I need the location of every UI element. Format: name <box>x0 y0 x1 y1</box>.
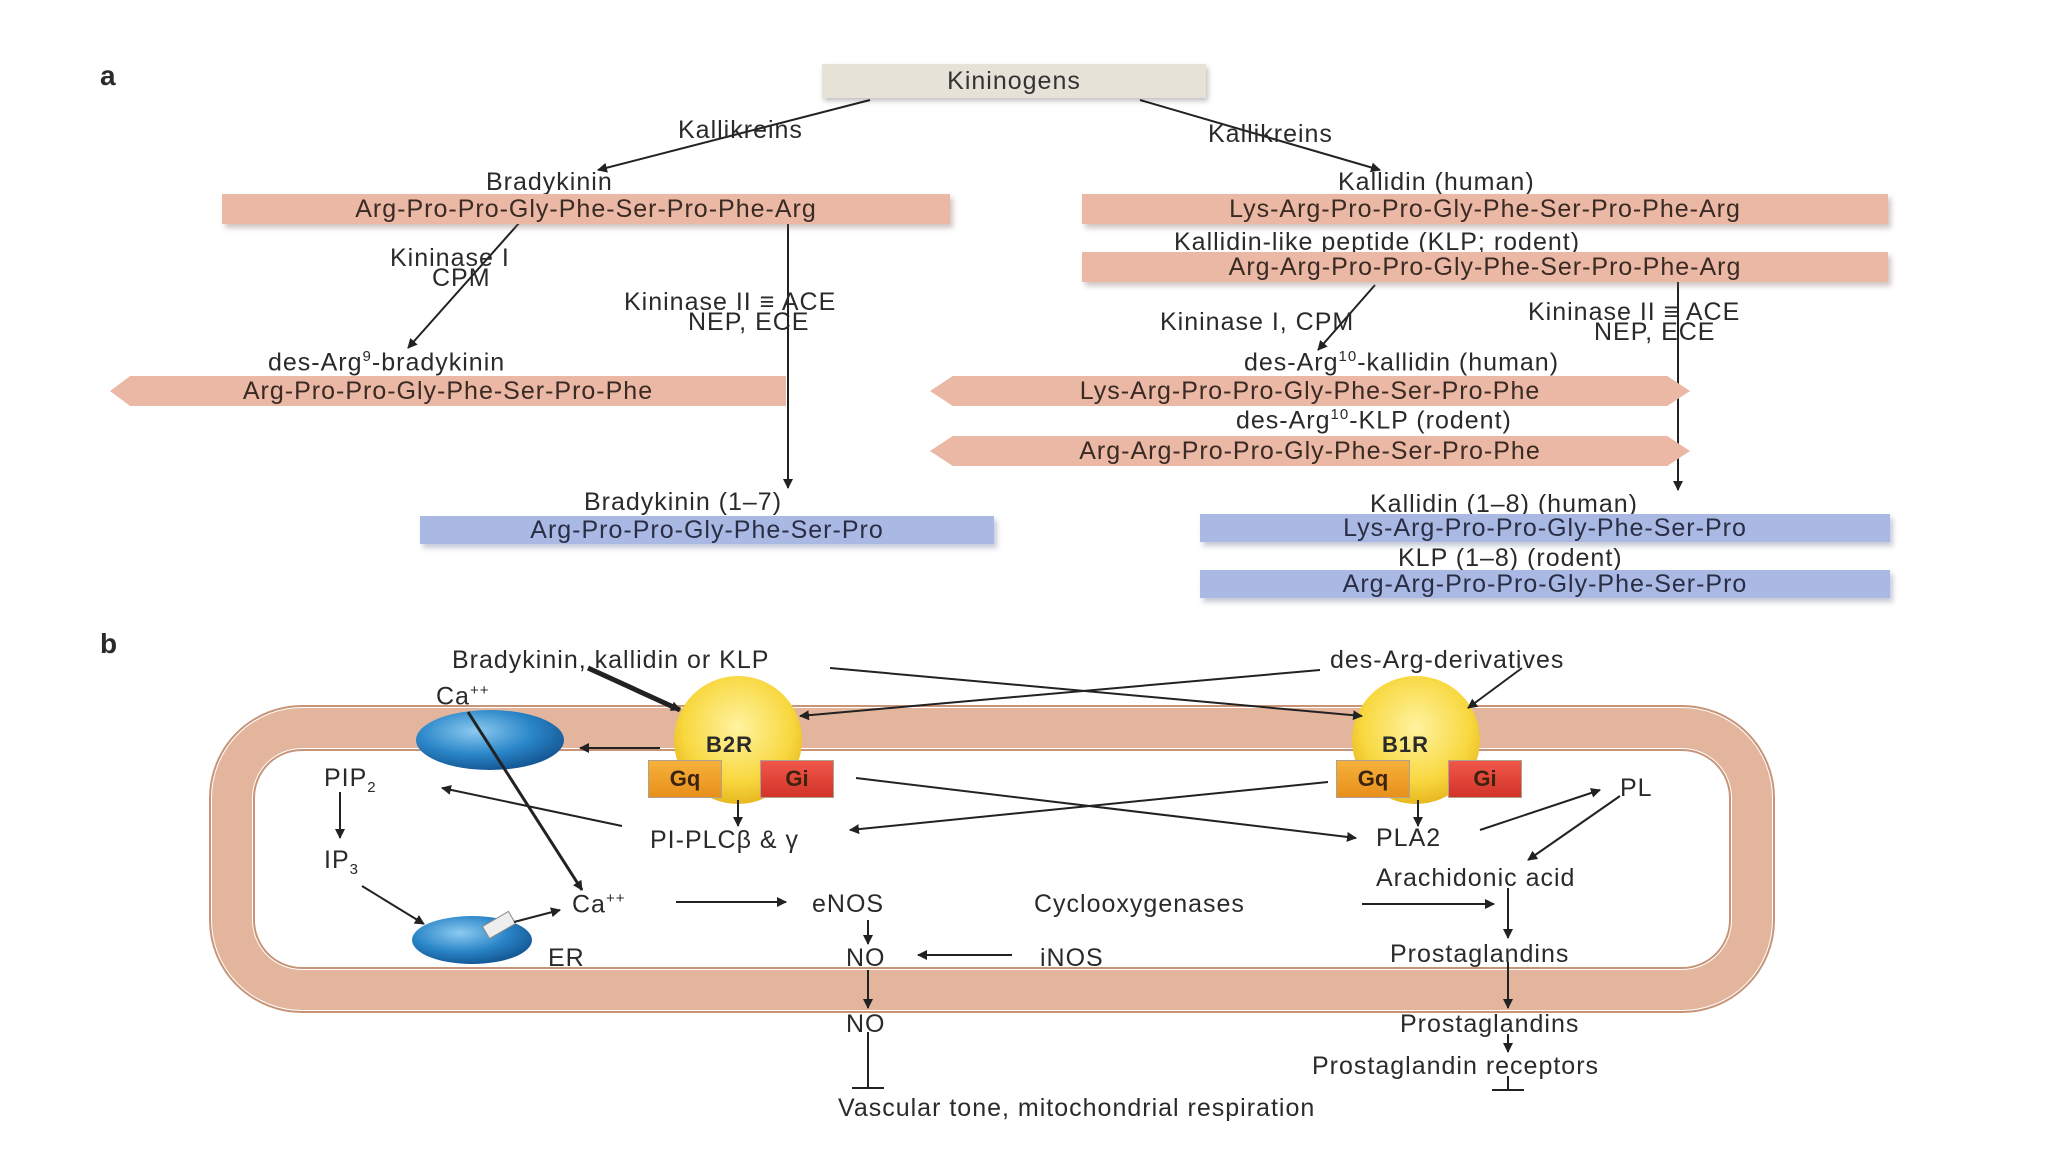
b1r-gi: Gi <box>1448 760 1522 798</box>
arrow-ca-influx <box>466 711 584 891</box>
klp-title: Kallidin-like peptide (KLP; rodent) <box>1174 228 1581 256</box>
inos-label: iNOS <box>1040 944 1104 972</box>
ligand-right-label: des-Arg-derivatives <box>1330 646 1565 674</box>
bradykinin-1-7-sequence: Arg-Pro-Pro-Gly-Phe-Ser-Pro <box>420 516 994 544</box>
cyclooxygenases-label: Cyclooxygenases <box>1034 890 1245 918</box>
enos-label: eNOS <box>812 890 885 918</box>
pi-plc-label: PI-PLCβ & γ <box>650 826 800 854</box>
arrow-b2r-gi-to-pla2 <box>855 777 1357 842</box>
b2r-label: B2R <box>706 732 754 757</box>
panel-label-a: a <box>100 60 116 91</box>
prostaglandin-receptors-label: Prostaglandin receptors <box>1312 1052 1600 1080</box>
arrow-ligand-to-b1r <box>829 667 1363 721</box>
arrow-desarg-to-b1r <box>1467 667 1523 709</box>
ca-inner-label: Ca++ <box>572 890 626 919</box>
panel-label-b: b <box>100 628 118 659</box>
ca-top-label: Ca++ <box>436 682 490 711</box>
no-outer-label: NO <box>846 1010 886 1038</box>
kininase2-left-l2: NEP, ECE <box>688 308 810 336</box>
arrow-er-to-ca <box>513 907 561 923</box>
b2r-gq: Gq <box>648 760 722 798</box>
kallidin-title: Kallidin (human) <box>1338 168 1535 196</box>
arrow-ligand-to-b2r <box>586 665 682 713</box>
kallidin-sequence: Lys-Arg-Pro-Pro-Gly-Phe-Ser-Pro-Phe-Arg <box>1082 194 1888 224</box>
b1r-label: B1R <box>1382 732 1430 757</box>
desarg9-bradykinin-title: des-Arg9-bradykinin <box>268 348 506 377</box>
pl-label: PL <box>1620 774 1653 802</box>
desarg10-kallidin-sequence: Lys-Arg-Pro-Pro-Gly-Phe-Ser-Pro-Phe <box>930 376 1690 406</box>
kallidin-1-8-title: Kallidin (1–8) (human) <box>1370 490 1638 518</box>
kininase2-right-l1: Kininase II ≡ ACE <box>1528 298 1741 326</box>
klp-1-8-sequence: Arg-Arg-Pro-Pro-Gly-Phe-Ser-Pro <box>1200 570 1890 598</box>
kallidin-1-8-sequence: Lys-Arg-Pro-Pro-Gly-Phe-Ser-Pro <box>1200 514 1890 542</box>
klp-sequence: Arg-Arg-Pro-Pro-Gly-Phe-Ser-Pro-Phe-Arg <box>1082 252 1888 282</box>
vascular-tone-label: Vascular tone, mitochondrial respiration <box>838 1094 1316 1122</box>
desarg9-bradykinin-sequence: Arg-Pro-Pro-Gly-Phe-Ser-Pro-Phe <box>110 376 786 406</box>
arrow-pl-to-arachidonic <box>1527 795 1621 861</box>
bradykinin-1-7-title: Bradykinin (1–7) <box>584 488 783 516</box>
cell-membrane <box>212 708 1772 1010</box>
arrow-bradykinin-kininase1 <box>407 221 521 349</box>
b2r-gi: Gi <box>760 760 834 798</box>
arrow-kallidin-kininase1 <box>1317 284 1376 351</box>
no-inner-label: NO <box>846 944 886 972</box>
bradykinin-sequence: Arg-Pro-Pro-Gly-Phe-Ser-Pro-Phe-Arg <box>222 194 950 224</box>
kallikreins-left-label: Kallikreins <box>678 116 803 144</box>
kininogens-box: Kininogens <box>822 64 1206 98</box>
kininase2-left-l1: Kininase II ≡ ACE <box>624 288 837 316</box>
kininase1-left-l1: Kininase I <box>390 244 510 272</box>
desarg10-klp-sequence: Arg-Arg-Pro-Pro-Gly-Phe-Ser-Pro-Phe <box>930 436 1690 466</box>
kininase1-right: Kininase I, CPM <box>1160 308 1355 336</box>
ip3-label: IP3 <box>324 846 359 878</box>
b1r-gq: Gq <box>1336 760 1410 798</box>
arrow-kininogen-to-bradykinin <box>597 99 871 173</box>
pla2-label: PLA2 <box>1376 824 1442 852</box>
er-label: ER <box>548 944 585 972</box>
arrow-b1r-gi-to-plc <box>849 781 1329 835</box>
klp-1-8-title: KLP (1–8) (rodent) <box>1398 544 1623 572</box>
arrow-ip3-to-er <box>361 885 425 925</box>
arachidonic-acid-label: Arachidonic acid <box>1376 864 1576 892</box>
ca-channel <box>416 710 564 770</box>
arrow-pla2-to-pl <box>1479 788 1601 831</box>
kininase1-left-l2: CPM <box>432 264 491 292</box>
prostaglandins-inner-label: Prostaglandins <box>1390 940 1570 968</box>
kallikreins-right-label: Kallikreins <box>1208 120 1333 148</box>
desarg10-kallidin-title: des-Arg10-kallidin (human) <box>1244 348 1560 377</box>
ligand-left-label: Bradykinin, kallidin or KLP <box>452 646 770 674</box>
pip2-label: PIP2 <box>324 764 377 796</box>
bradykinin-title: Bradykinin <box>486 168 613 196</box>
desarg10-klp-title: des-Arg10-KLP (rodent) <box>1236 406 1512 435</box>
arrow-kininogen-to-kallidin <box>1139 99 1381 173</box>
prostaglandins-outer-label: Prostaglandins <box>1400 1010 1580 1038</box>
kininase2-right-l2: NEP, ECE <box>1594 318 1716 346</box>
arrow-plc-to-pip2 <box>441 784 623 827</box>
arrow-desarg-to-b2r <box>799 669 1321 721</box>
